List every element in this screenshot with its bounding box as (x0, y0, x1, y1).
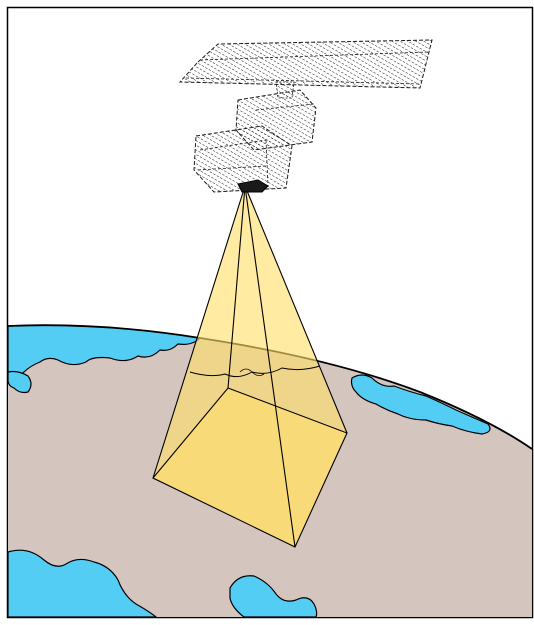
solar-panel (180, 40, 432, 88)
